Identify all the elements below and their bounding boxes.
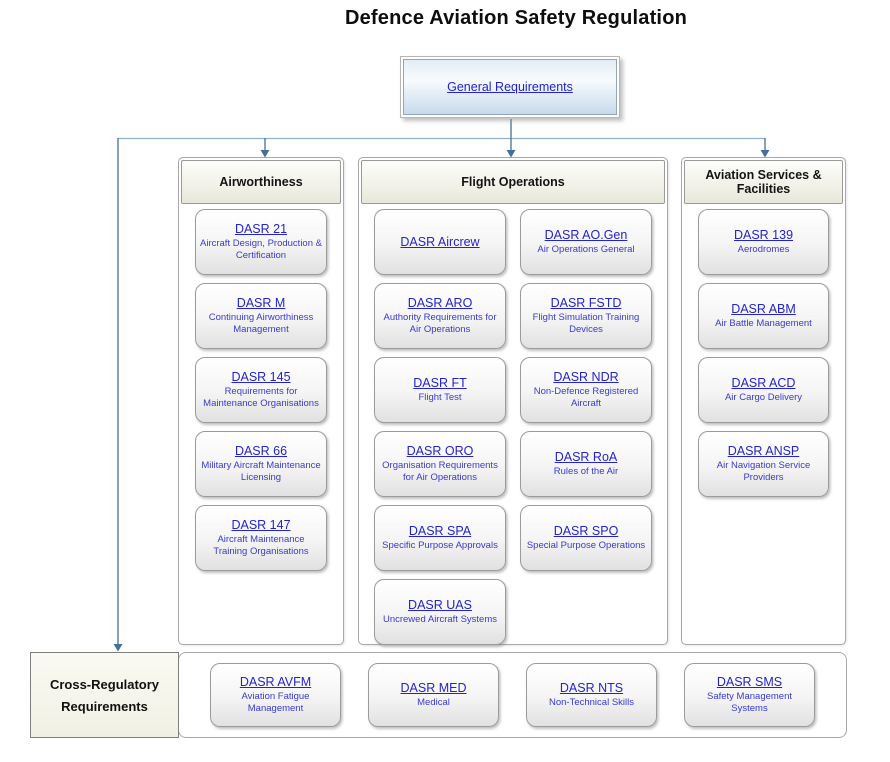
dasr-roa-desc: Rules of the Air: [553, 465, 619, 477]
dasr-ndr-link[interactable]: DASR NDR: [553, 369, 619, 384]
dasr-ndr-box: DASR NDR Non-Defence Registered Aircraft: [520, 357, 652, 423]
dasr-139-box: DASR 139 Aerodromes: [698, 209, 829, 275]
dasr-ft-link[interactable]: DASR FT: [413, 375, 467, 390]
dasr-aro-box: DASR ARO Authority Requirements for Air …: [374, 283, 506, 349]
airworthiness-panel: Airworthiness DASR 21 Aircraft Design, P…: [178, 157, 344, 645]
dasr-aircrew-box: DASR Aircrew: [374, 209, 506, 275]
dasr-ao-gen-link[interactable]: DASR AO.Gen: [544, 227, 628, 242]
dasr-145-link[interactable]: DASR 145: [231, 369, 291, 384]
dasr-m-link[interactable]: DASR M: [236, 295, 286, 310]
dasr-spo-desc: Special Purpose Operations: [526, 539, 646, 551]
aviation-services-header: Aviation Services & Facilities: [684, 160, 843, 204]
flight-operations-header: Flight Operations: [361, 160, 665, 204]
dasr-nts-link[interactable]: DASR NTS: [559, 680, 624, 695]
dasr-acd-desc: Air Cargo Delivery: [724, 391, 803, 403]
dasr-spa-link[interactable]: DASR SPA: [408, 523, 472, 538]
aviation-services-panel: Aviation Services & Facilities DASR 139 …: [681, 157, 846, 645]
dasr-med-box: DASR MED Medical: [368, 663, 499, 727]
cross-regulatory-items-container: DASR AVFM Aviation Fatigue Management DA…: [178, 652, 847, 738]
cross-regulatory-label-line2: Requirements: [61, 698, 148, 714]
flight-operations-panel: Flight Operations DASR Aircrew DASR ARO …: [358, 157, 668, 645]
dasr-147-link[interactable]: DASR 147: [231, 517, 291, 532]
flight-operations-right-column: DASR AO.Gen Air Operations General DASR …: [520, 209, 652, 645]
dasr-med-link[interactable]: DASR MED: [400, 680, 467, 695]
dasr-fstd-desc: Flight Simulation Training Devices: [532, 311, 640, 335]
dasr-aro-desc: Authority Requirements for Air Operation…: [383, 311, 497, 335]
dasr-uas-box: DASR UAS Uncrewed Aircraft Systems: [374, 579, 506, 645]
dasr-21-desc: Aircraft Design, Production & Certificat…: [200, 237, 322, 261]
dasr-roa-link[interactable]: DASR RoA: [554, 449, 618, 464]
dasr-ansp-box: DASR ANSP Air Navigation Service Provide…: [698, 431, 829, 497]
dasr-spa-box: DASR SPA Specific Purpose Approvals: [374, 505, 506, 571]
general-requirements-box-inner: General Requirements: [403, 59, 617, 115]
dasr-oro-desc: Organisation Requirements for Air Operat…: [382, 459, 498, 483]
dasr-m-box: DASR M Continuing Airworthiness Manageme…: [195, 283, 327, 349]
dasr-avfm-link[interactable]: DASR AVFM: [239, 674, 312, 689]
dasr-abm-box: DASR ABM Air Battle Management: [698, 283, 829, 349]
dasr-aircrew-link[interactable]: DASR Aircrew: [400, 235, 480, 249]
dasr-acd-box: DASR ACD Air Cargo Delivery: [698, 357, 829, 423]
dasr-oro-link[interactable]: DASR ORO: [406, 443, 474, 458]
dasr-m-desc: Continuing Airworthiness Management: [208, 311, 314, 335]
dasr-ansp-desc: Air Navigation Service Providers: [716, 459, 811, 483]
dasr-ao-gen-desc: Air Operations General: [537, 243, 635, 255]
dasr-med-desc: Medical: [417, 696, 450, 708]
dasr-sms-box: DASR SMS Safety Management Systems: [684, 663, 815, 727]
general-requirements-box: General Requirements: [400, 56, 620, 118]
dasr-66-desc: Military Aircraft Maintenance Licensing: [201, 459, 321, 483]
aviation-services-body: DASR 139 Aerodromes DASR ABM Air Battle …: [684, 204, 843, 642]
dasr-fstd-box: DASR FSTD Flight Simulation Training Dev…: [520, 283, 652, 349]
dasr-oro-box: DASR ORO Organisation Requirements for A…: [374, 431, 506, 497]
airworthiness-body: DASR 21 Aircraft Design, Production & Ce…: [181, 204, 341, 642]
dasr-ansp-link[interactable]: DASR ANSP: [727, 443, 800, 458]
flight-operations-left-column: DASR Aircrew DASR ARO Authority Requirem…: [374, 209, 506, 645]
dasr-21-box: DASR 21 Aircraft Design, Production & Ce…: [195, 209, 327, 275]
flight-operations-body: DASR Aircrew DASR ARO Authority Requirem…: [361, 204, 665, 653]
dasr-66-box: DASR 66 Military Aircraft Maintenance Li…: [195, 431, 327, 497]
dasr-fstd-link[interactable]: DASR FSTD: [550, 295, 622, 310]
page-title: Defence Aviation Safety Regulation: [344, 7, 688, 29]
dasr-sms-desc: Safety Management Systems: [706, 690, 793, 714]
dasr-66-link[interactable]: DASR 66: [234, 443, 288, 458]
dasr-ao-gen-box: DASR AO.Gen Air Operations General: [520, 209, 652, 275]
dasr-roa-box: DASR RoA Rules of the Air: [520, 431, 652, 497]
dasr-spo-link[interactable]: DASR SPO: [553, 523, 619, 538]
dasr-147-box: DASR 147 Aircraft Maintenance Training O…: [195, 505, 327, 571]
dasr-21-link[interactable]: DASR 21: [234, 221, 288, 236]
dasr-ft-desc: Flight Test: [418, 391, 462, 403]
dasr-145-desc: Requirements for Maintenance Organisatio…: [203, 385, 319, 409]
dasr-aro-link[interactable]: DASR ARO: [407, 295, 473, 310]
dasr-uas-desc: Uncrewed Aircraft Systems: [382, 613, 498, 625]
dasr-ndr-desc: Non-Defence Registered Aircraft: [533, 385, 639, 409]
dasr-acd-link[interactable]: DASR ACD: [731, 375, 796, 390]
cross-regulatory-label-line1: Cross-Regulatory: [49, 676, 160, 692]
dasr-uas-link[interactable]: DASR UAS: [408, 597, 472, 612]
dasr-145-box: DASR 145 Requirements for Maintenance Or…: [195, 357, 327, 423]
dasr-ft-box: DASR FT Flight Test: [374, 357, 506, 423]
airworthiness-header: Airworthiness: [181, 160, 341, 204]
dasr-avfm-box: DASR AVFM Aviation Fatigue Management: [210, 663, 341, 727]
dasr-nts-desc: Non-Technical Skills: [548, 696, 634, 708]
dasr-nts-box: DASR NTS Non-Technical Skills: [526, 663, 657, 727]
dasr-avfm-desc: Aviation Fatigue Management: [241, 690, 310, 714]
dasr-147-desc: Aircraft Maintenance Training Organisati…: [213, 533, 309, 557]
general-requirements-link[interactable]: General Requirements: [447, 80, 573, 94]
dasr-spa-desc: Specific Purpose Approvals: [382, 539, 498, 551]
dasr-sms-link[interactable]: DASR SMS: [716, 674, 783, 689]
dasr-abm-desc: Air Battle Management: [715, 317, 812, 329]
dasr-abm-link[interactable]: DASR ABM: [731, 301, 796, 316]
dasr-139-desc: Aerodromes: [737, 243, 790, 255]
dasr-139-link[interactable]: DASR 139: [733, 227, 794, 242]
dasr-spo-box: DASR SPO Special Purpose Operations: [520, 505, 652, 571]
cross-regulatory-header-box: Cross-Regulatory Requirements: [30, 652, 179, 738]
